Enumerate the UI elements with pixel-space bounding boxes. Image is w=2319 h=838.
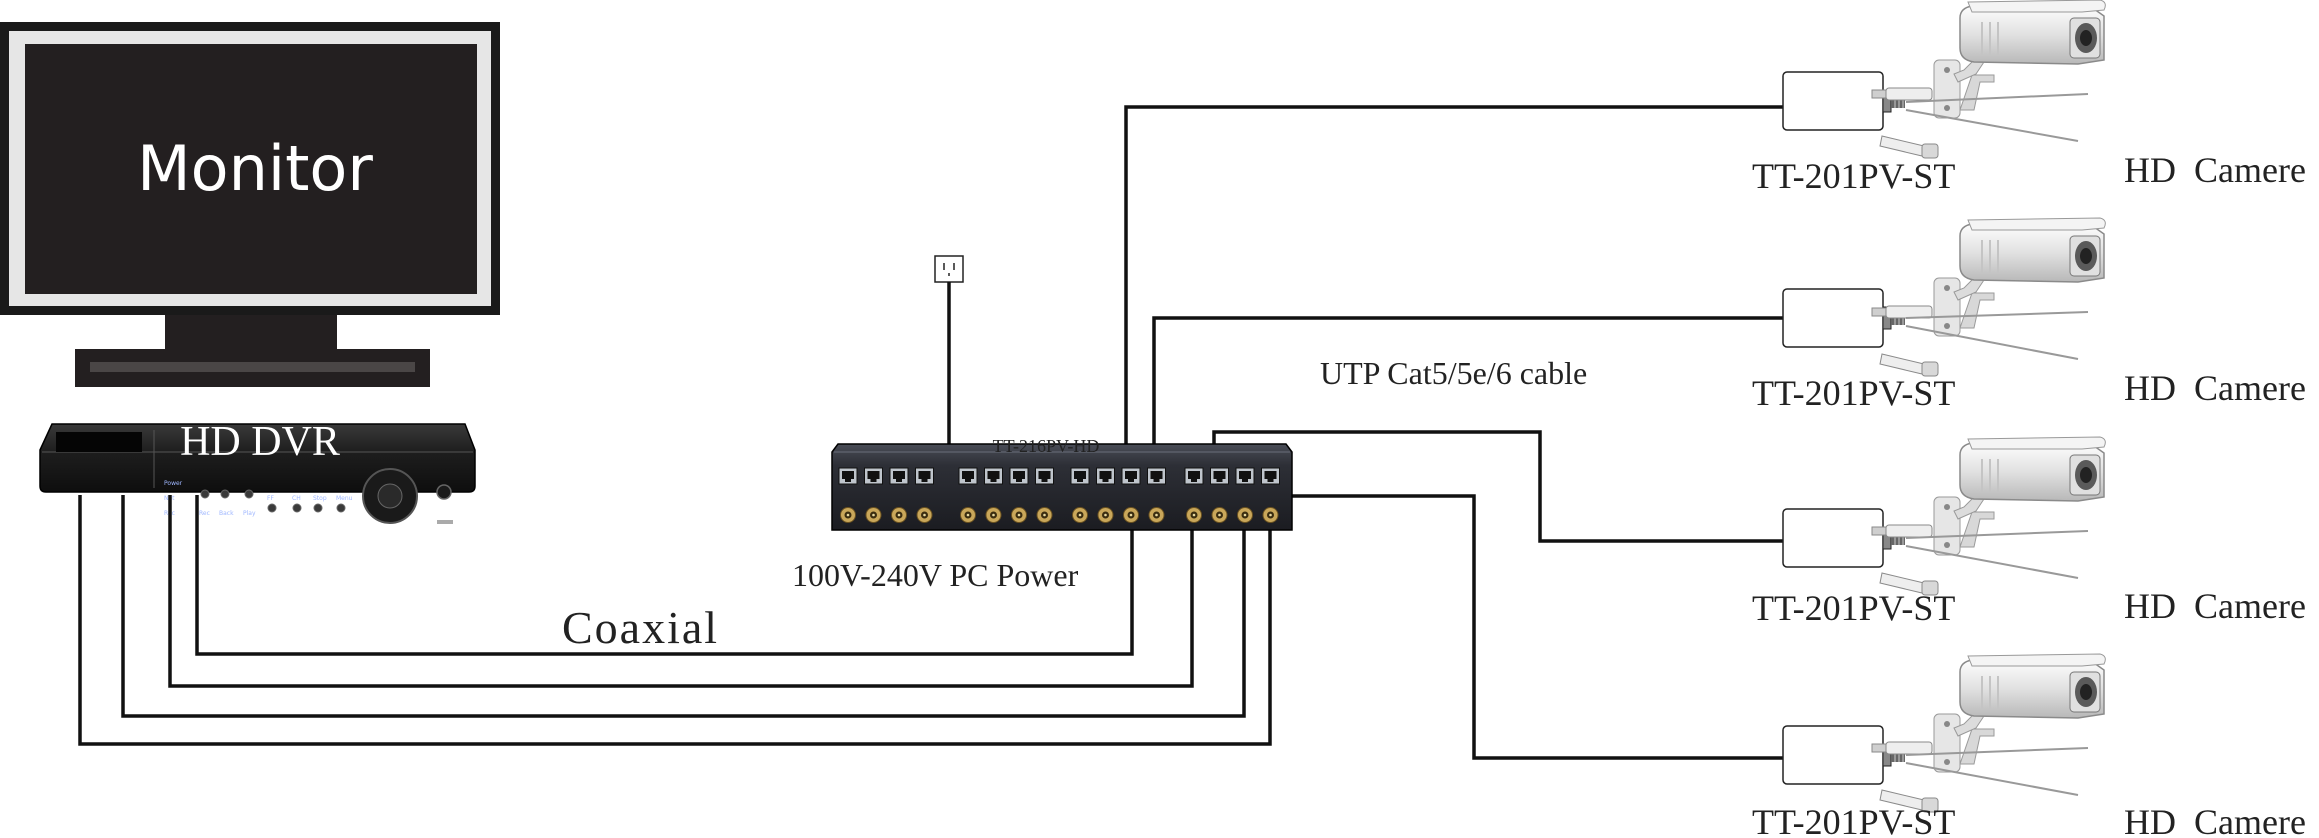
rj45-port-1 xyxy=(838,467,858,485)
coaxial-cable xyxy=(78,495,1272,746)
bnc-port-4 xyxy=(916,507,933,523)
dvr-panel-label: Power xyxy=(164,480,183,487)
rj45-port-16 xyxy=(1261,467,1280,485)
transceiver-label: TT-201PV-ST xyxy=(1752,588,1955,628)
dvr-panel-label: CH xyxy=(292,495,301,502)
rj45-port-8 xyxy=(1035,467,1054,485)
transceiver-1 xyxy=(1782,71,1906,131)
bnc-port-12 xyxy=(1148,507,1165,523)
power-outlet-icon xyxy=(934,255,964,283)
rj45-port-5 xyxy=(958,467,978,485)
utp-cable-label: UTP Cat5/5e/6 cable xyxy=(1320,355,1587,391)
monitor-neck xyxy=(165,315,337,349)
transceiver-4 xyxy=(1782,725,1906,785)
video-balun-hub xyxy=(831,443,1293,531)
dvr-power-icon xyxy=(436,484,452,500)
rj45-port-3 xyxy=(889,467,909,485)
bnc-port-11 xyxy=(1123,507,1139,523)
dvr-panel-label: Stop xyxy=(313,495,327,502)
transceiver-2 xyxy=(1782,288,1906,348)
bnc-port-9 xyxy=(1072,507,1088,523)
utp-cable xyxy=(1124,105,1784,476)
bnc-port-10 xyxy=(1097,507,1114,523)
bnc-port-1 xyxy=(840,507,856,523)
camera-label: HD Camere xyxy=(2124,586,2306,626)
utp-cable xyxy=(1212,430,1784,543)
coaxial-cable xyxy=(168,495,1194,688)
camera-1 xyxy=(1871,0,2107,159)
rj45-port-11 xyxy=(1121,467,1141,485)
camera-3 xyxy=(1871,436,2107,596)
rj45-port-7 xyxy=(1009,467,1029,485)
transceiver-label: TT-201PV-ST xyxy=(1752,802,1955,838)
wires xyxy=(78,105,1784,760)
utp-cable xyxy=(1268,494,1784,760)
rj45-port-4 xyxy=(915,467,934,485)
coaxial-label: Coaxial xyxy=(562,602,719,653)
dvr-label: HD DVR xyxy=(180,419,340,465)
endpoint-3 xyxy=(1782,436,2107,596)
dvr-panel-label: Play xyxy=(243,510,256,517)
rj45-port-10 xyxy=(1096,467,1115,485)
monitor-screen xyxy=(25,44,477,294)
utp-cable xyxy=(1152,316,1784,476)
bnc-port-5 xyxy=(960,507,976,523)
dvr-panel-label: FF xyxy=(267,495,274,502)
monitor-stand-slot xyxy=(90,362,415,372)
bnc-port-13 xyxy=(1186,507,1202,523)
coaxial-cable xyxy=(121,495,1246,718)
dvr-chassis xyxy=(39,423,476,493)
camera-label: HD Camere xyxy=(2124,802,2306,838)
dvr-usb-port xyxy=(437,520,453,524)
dvr-panel-label: Rec xyxy=(199,510,210,517)
bnc-port-16 xyxy=(1262,507,1279,523)
camera-2 xyxy=(1871,217,2107,377)
power-supply-label: 100V-240V PC Power xyxy=(792,557,1079,593)
camera-label: HD Camere xyxy=(2124,150,2306,190)
dvr-buttons xyxy=(200,489,346,513)
rj45-port-15 xyxy=(1235,467,1255,485)
monitor: Monitor xyxy=(0,22,500,387)
endpoint-4 xyxy=(1782,653,2107,813)
hub-chassis xyxy=(831,443,1293,531)
dvr: Power Net Rec Rec Back Play FF CH Stop M… xyxy=(39,419,476,524)
dvr-panel-label: Back xyxy=(219,510,234,517)
dvr-display xyxy=(56,432,142,452)
transceiver-3 xyxy=(1782,508,1906,568)
bnc-port-8 xyxy=(1036,507,1053,523)
bnc-port-14 xyxy=(1211,507,1228,523)
camera-label: HD Camere xyxy=(2124,368,2306,408)
bnc-port-6 xyxy=(985,507,1002,523)
rj45-port-6 xyxy=(984,467,1003,485)
bnc-port-2 xyxy=(865,507,882,523)
monitor-label: Monitor xyxy=(137,132,373,205)
rj45-port-9 xyxy=(1070,467,1090,485)
camera-4 xyxy=(1871,653,2107,813)
coaxial-cable xyxy=(195,495,1134,656)
rj45-port-12 xyxy=(1147,467,1166,485)
transceiver-label: TT-201PV-ST xyxy=(1752,373,1955,413)
bnc-port-3 xyxy=(891,507,907,523)
rj45-port-14 xyxy=(1210,467,1229,485)
bnc-port-15 xyxy=(1237,507,1253,523)
bnc-port-7 xyxy=(1011,507,1027,523)
hub-model-label: TT-216PV-HD xyxy=(993,436,1100,456)
transceiver-label: TT-201PV-ST xyxy=(1752,156,1955,196)
rj45-port-2 xyxy=(864,467,883,485)
endpoint-1 xyxy=(1782,0,2107,159)
endpoint-2 xyxy=(1782,217,2107,377)
rj45-port-13 xyxy=(1184,467,1204,485)
dvr-panel-label: Menu xyxy=(336,495,353,502)
